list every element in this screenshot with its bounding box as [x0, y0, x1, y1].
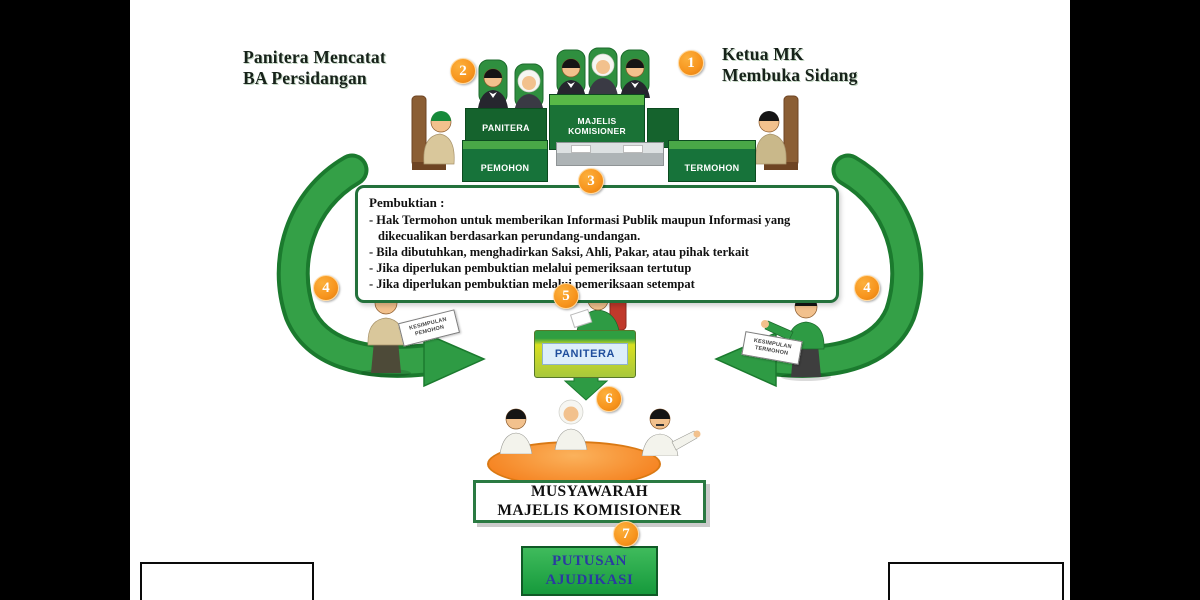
step-4-right-badge: 4 [854, 275, 880, 301]
step-1-badge: 1 [678, 50, 704, 76]
step2-label-line2: BA Persidangan [243, 67, 367, 88]
termohon-desk-sign: TERMOHON [684, 163, 740, 173]
step-5-badge: 5 [553, 283, 579, 309]
step-2-badge: 2 [450, 58, 476, 84]
step2-label-line1: Panitera Mencatat [243, 47, 386, 67]
putusan-line1: PUTUSAN [551, 553, 628, 570]
clerk-desk-sign-label: PANITERA [554, 348, 616, 360]
commissioner-figure-1 [494, 400, 538, 455]
step-4-left-badge: 4 [313, 275, 339, 301]
step2-label: Panitera Mencatat BA Persidangan [243, 47, 386, 88]
musyawarah-line2: MAJELIS KOMISIONER [497, 501, 682, 519]
clerk-desk-sign: PANITERA [542, 343, 628, 365]
musyawarah-box: MUSYAWARAH MAJELIS KOMISIONER [473, 480, 706, 523]
step1-label-line1: Ketua MK [722, 44, 804, 64]
pemohon-figure [410, 90, 462, 182]
bottom-right-partial-box [888, 562, 1064, 600]
pembuktian-box: Pembuktian : - Hak Termohon untuk member… [355, 185, 839, 303]
clerk-desk: PANITERA [534, 330, 636, 378]
step-3-badge: 3 [578, 168, 604, 194]
panitera-bench-sign: PANITERA [482, 123, 530, 133]
step1-label-line2: Membuka Sidang [722, 64, 858, 85]
pembuktian-item: - Hak Termohon untuk memberikan Informas… [369, 213, 791, 243]
termohon-desk: TERMOHON [668, 140, 756, 182]
evidence-table [556, 142, 664, 166]
step-6-badge: 6 [596, 386, 622, 412]
judge-figure-2 [510, 62, 548, 112]
majelis-sign-line2: KOMISIONER [568, 126, 626, 136]
putusan-line2: AJUDIKASI [545, 572, 634, 588]
musyawarah-line1: MUSYAWARAH [530, 482, 649, 500]
pembuktian-item: - Jika diperlukan pembuktian melalui pem… [369, 277, 695, 291]
pembuktian-item: - Jika diperlukan pembuktian melalui pem… [369, 261, 692, 275]
majelis-komisioner-bench: MAJELIS KOMISIONER [549, 94, 645, 150]
judge-figure-3 [552, 48, 590, 98]
step-7-badge: 7 [613, 521, 639, 547]
commissioner-figure-3 [636, 398, 702, 457]
paper-icon [623, 145, 643, 153]
majelis-sign-line1: MAJELIS [577, 116, 617, 126]
putusan-ajudikasi-box: PUTUSAN AJUDIKASI [521, 546, 658, 596]
judge-figure-5 [616, 48, 654, 98]
pemohon-desk: PEMOHON [462, 140, 548, 182]
pembuktian-title: Pembuktian : [369, 195, 445, 210]
pembuktian-item: - Bila dibutuhkan, menghadirkan Saksi, A… [369, 245, 749, 259]
paper-icon [571, 145, 591, 153]
commissioner-figure-2 [549, 394, 593, 451]
bottom-left-partial-box [140, 562, 314, 600]
step1-label: Ketua MK Membuka Sidang [722, 44, 858, 85]
judge-figure-4 [584, 46, 622, 96]
pemohon-desk-sign: PEMOHON [480, 163, 530, 173]
judge-figure-1 [474, 58, 512, 108]
